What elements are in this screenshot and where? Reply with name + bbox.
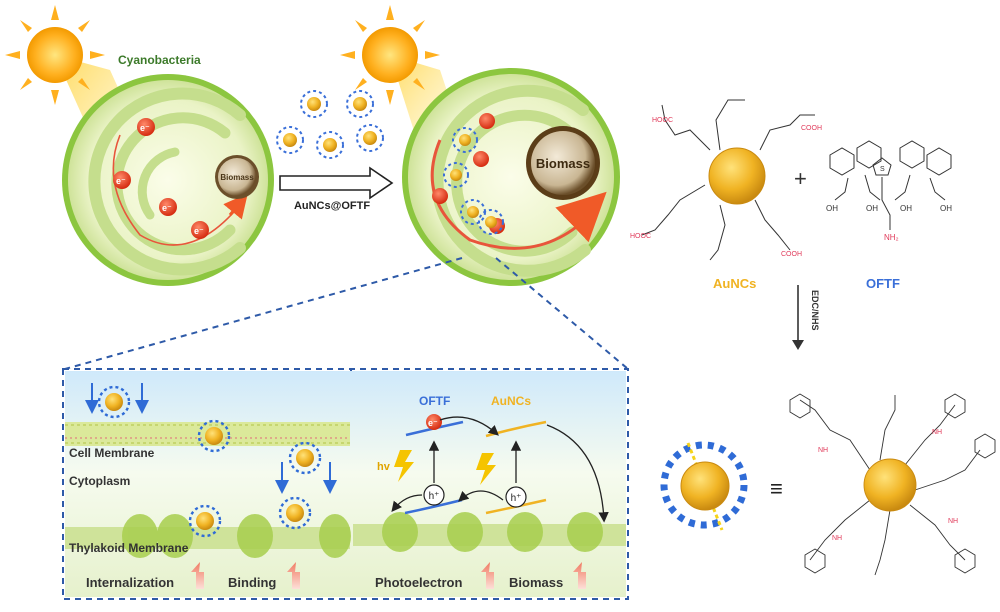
process-arrow [279, 166, 394, 200]
conjugate-structure [789, 393, 996, 576]
cyanobacterium-cell-left [62, 74, 274, 286]
arrow-label: AuNCs@OFTF [294, 200, 370, 212]
biomass-small-label: Biomass [220, 173, 254, 182]
thylakoid-membrane-label: Thylakoid Membrane [69, 541, 189, 555]
aunc-inset-label: AuNCs [491, 394, 531, 408]
biomass-large-label: Biomass [536, 156, 590, 171]
oftf-oh-1: OH [826, 204, 838, 213]
hole-label-1: h⁺ [429, 491, 440, 502]
equiv-sign: ≡ [770, 476, 783, 501]
oftf-oh-2: OH [866, 204, 878, 213]
cooh-top-label: COOH [801, 125, 822, 132]
hooc-top-label: HOOC [652, 117, 673, 124]
electron-label-4: e⁻ [194, 226, 204, 236]
biomass-inset-label: Biomass [509, 575, 563, 590]
cooh-bottom-label: COOH [781, 251, 802, 258]
amide-nh-2: NH [932, 429, 942, 436]
cytoplasm-label: Cytoplasm [69, 474, 130, 488]
cyanobacteria-label: Cyanobacteria [118, 53, 201, 67]
electron-label-1: e⁻ [140, 123, 150, 133]
amide-nh-1: NH [818, 447, 828, 454]
binding-label: Binding [228, 575, 276, 590]
reaction-arrow [792, 285, 804, 350]
amide-nh-3: NH [832, 535, 842, 542]
amide-nh-4: NH [948, 518, 958, 525]
cyanobacterium-cell-right [402, 68, 620, 286]
oftf-chem-label: OFTF [866, 276, 900, 291]
photoelectron-label: Photoelectron [375, 575, 462, 590]
internalization-label: Internalization [86, 575, 174, 590]
conjugate-cartoon [660, 441, 748, 531]
hv-label: hv [377, 461, 391, 473]
electron-inset-label: e⁻ [428, 418, 438, 428]
oftf-inset-label: OFTF [419, 394, 450, 408]
oftf-nh2-label: NH₂ [884, 233, 899, 242]
free-nanoparticles [276, 90, 384, 159]
thiophene-s-label: S [880, 166, 885, 173]
inset-panel [65, 371, 626, 597]
oftf-oh-3: OH [900, 204, 912, 213]
cell-membrane-label: Cell Membrane [69, 446, 155, 460]
plus-sign: + [794, 166, 807, 191]
edc-nhs-label: EDC/NHS [810, 290, 820, 331]
electron-label-3: e⁻ [162, 203, 172, 213]
aunc-chem-label: AuNCs [713, 276, 756, 291]
electron-label-2: e⁻ [116, 176, 126, 186]
hole-label-2: h⁺ [511, 493, 522, 504]
aunc-structure [641, 99, 815, 261]
hooc-bottom-label: HOOC [630, 233, 651, 240]
oftf-structure [829, 140, 952, 230]
oftf-oh-4: OH [940, 204, 952, 213]
